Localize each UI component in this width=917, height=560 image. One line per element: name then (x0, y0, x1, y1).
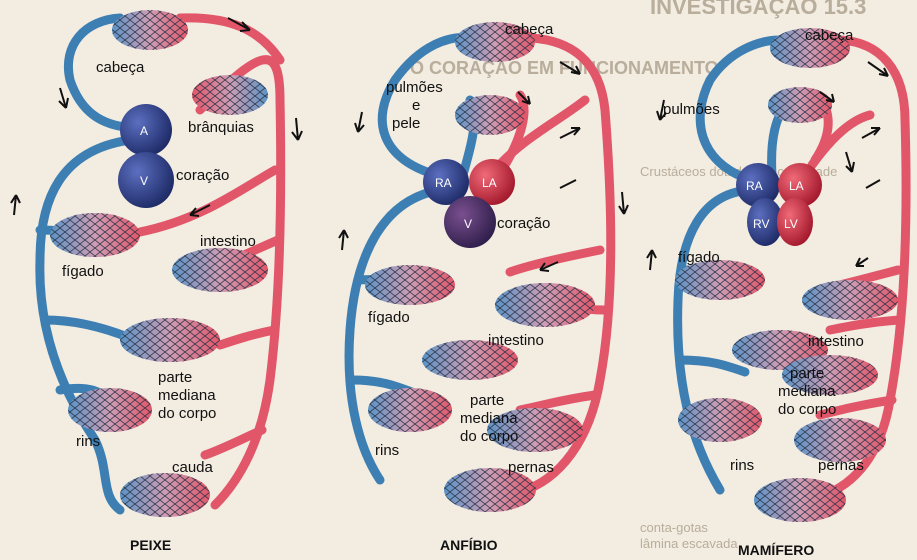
title-mammal: MAMÍFERO (738, 542, 814, 558)
label-legs: pernas (818, 457, 864, 474)
intestine-artery (830, 320, 900, 330)
label-body: parte mediana do corpo (158, 369, 220, 422)
label-kidneys: rins (730, 457, 754, 474)
label-heart: coração (176, 167, 229, 184)
arrow-icon (11, 195, 20, 215)
body-artery (220, 330, 274, 345)
label-liver: fígado (62, 263, 104, 280)
label-legs: pernas (508, 459, 554, 476)
main-vein (349, 190, 440, 480)
fish-diagram: A V cabeça brânquias coração intestino f… (11, 10, 302, 553)
mesh (754, 478, 846, 522)
right-ventricle-label: RV (753, 217, 769, 231)
left-ventricle-label: LV (784, 217, 798, 231)
label-kidneys: rins (76, 433, 100, 450)
arrow-icon (355, 112, 364, 132)
bg-subheading: O CORAÇÃO EM FUNCIONAMENTO (410, 57, 719, 78)
mesh (368, 388, 452, 432)
label-heart: coração (497, 215, 550, 232)
label-body-line: parte (470, 392, 504, 409)
mesh (365, 265, 455, 305)
mesh (50, 213, 140, 257)
title-fish: PEIXE (130, 537, 171, 553)
arrow-icon (866, 180, 880, 188)
liver-artery (510, 250, 600, 272)
label-body-line: do corpo (460, 428, 518, 445)
bg-line: lâmina escavada (640, 536, 738, 551)
label-lungs: pulmões e pele (386, 79, 447, 132)
arrow-icon (846, 152, 854, 172)
label-body-line: do corpo (158, 405, 216, 422)
mesh (802, 280, 898, 320)
mesh (120, 318, 220, 362)
mesh (120, 473, 210, 517)
mesh (675, 260, 765, 300)
right-atrium-label: RA (435, 176, 452, 190)
amphibian-diagram: RA LA V cabeça pulmões e pele coração fí… (339, 21, 628, 553)
arrow-icon (862, 128, 880, 138)
arrow-icon (339, 230, 348, 250)
label-lungs-line: e (412, 97, 420, 114)
body-vein (680, 360, 745, 372)
title-amphibian: ANFÍBIO (440, 537, 498, 553)
mesh (68, 388, 152, 432)
mesh (455, 95, 525, 135)
arrow-icon (560, 180, 576, 188)
label-head: cabeça (96, 59, 145, 76)
head-artery (180, 18, 280, 60)
left-atrium-label: LA (789, 179, 804, 193)
mesh (768, 87, 832, 123)
arrow-icon (560, 128, 580, 138)
label-liver: fígado (678, 249, 720, 266)
label-head: cabeça (505, 21, 554, 38)
fish-heart: A V (118, 104, 174, 208)
arrow-icon (647, 250, 656, 270)
label-body: parte mediana do corpo (460, 392, 522, 445)
label-intestine: intestino (200, 233, 256, 250)
body-vein (45, 320, 130, 338)
label-body-line: mediana (158, 387, 216, 404)
label-intestine: intestino (808, 333, 864, 350)
right-atrium-label: RA (746, 179, 763, 193)
left-atrium-label: LA (482, 176, 497, 190)
label-lungs-line: pulmões (386, 79, 443, 96)
label-liver: fígado (368, 309, 410, 326)
label-lungs-line: pele (392, 115, 420, 132)
amphibian-heart: RA LA V (423, 159, 515, 248)
atrium-label: A (140, 124, 148, 138)
bg-heading: INVESTIGAÇÃO 15.3 (650, 0, 866, 19)
arrow-icon (619, 192, 628, 214)
mesh (112, 10, 188, 50)
label-body-line: parte (158, 369, 192, 386)
mesh (495, 283, 595, 327)
label-body-line: parte (790, 365, 824, 382)
mammal-diagram: RA LA RV LV cabeça pulmões fígado intest… (647, 27, 906, 558)
background-text: INVESTIGAÇÃO 15.3 O CORAÇÃO EM FUNCIONAM… (410, 0, 866, 551)
arrow-icon (856, 258, 868, 266)
label-intestine: intestino (488, 332, 544, 349)
label-body-line: mediana (460, 410, 518, 427)
arrow-icon (59, 88, 68, 108)
mesh (678, 398, 762, 442)
mesh (794, 418, 886, 462)
ventricle-label: V (140, 174, 148, 188)
label-lungs: pulmões (663, 101, 720, 118)
arrow-icon (292, 118, 302, 140)
label-head: cabeça (805, 27, 854, 44)
ventricle-label: V (464, 217, 472, 231)
label-gills: brânquias (188, 119, 254, 136)
label-kidneys: rins (375, 442, 399, 459)
body-artery (520, 395, 595, 410)
label-body-line: mediana (778, 383, 836, 400)
label-tail: cauda (172, 459, 214, 476)
bg-line: conta-gotas (640, 520, 708, 535)
mesh (172, 248, 268, 292)
label-body-line: do corpo (778, 401, 836, 418)
mesh (192, 75, 268, 115)
